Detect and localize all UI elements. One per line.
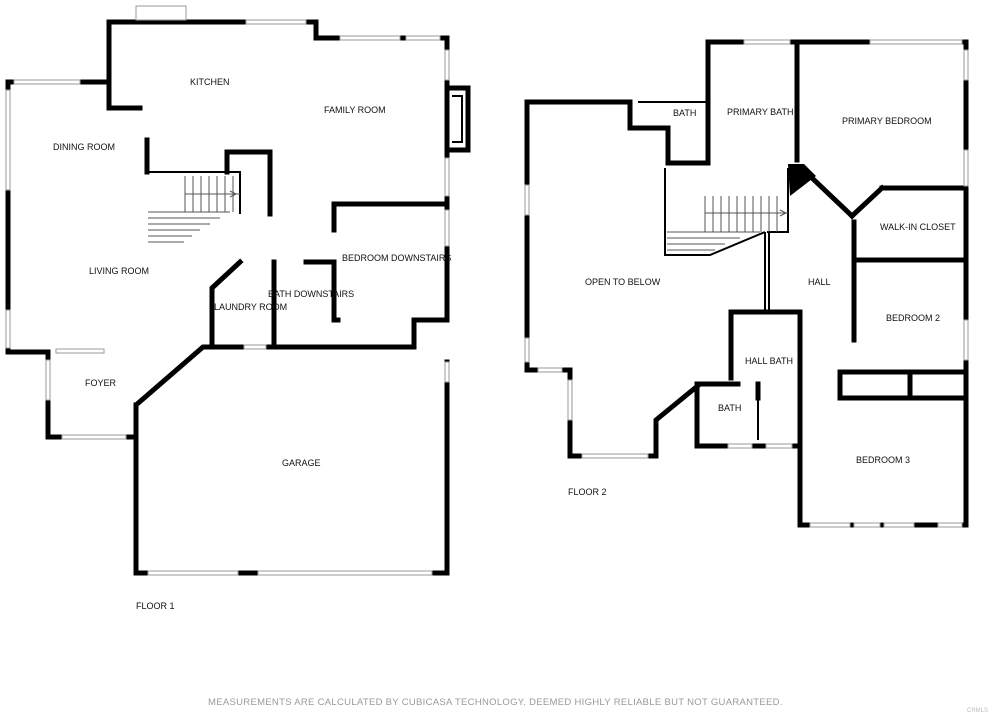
room-label-foyer: FOYER — [85, 378, 117, 388]
room-label-bedroom-3: BEDROOM 3 — [856, 455, 910, 465]
room-label-walk-in-closet: WALK-IN CLOSET — [880, 222, 956, 232]
room-label-open-to-below: OPEN TO BELOW — [585, 277, 661, 287]
floor-1-walls — [5, 19, 471, 576]
floor-1-plan: KITCHEN FAMILY ROOM DINING ROOM LIVING R… — [5, 5, 471, 611]
room-label-kitchen: KITCHEN — [190, 77, 230, 87]
room-label-dining-room: DINING ROOM — [53, 142, 115, 152]
room-label-primary-bath: PRIMARY BATH — [727, 107, 794, 117]
floor-1-label: FLOOR 1 — [136, 601, 175, 611]
floor-2-plan: BATH PRIMARY BATH PRIMARY BEDROOM WALK-I… — [524, 39, 969, 528]
room-label-bath-top: BATH — [673, 108, 696, 118]
floor-2-label: FLOOR 2 — [568, 487, 607, 497]
room-label-family-room: FAMILY ROOM — [324, 105, 386, 115]
room-label-garage: GARAGE — [282, 458, 321, 468]
room-label-bedroom-downstairs: BEDROOM DOWNSTAIRS — [342, 253, 451, 263]
floor-2-walls — [524, 39, 969, 528]
room-label-living-room: LIVING ROOM — [89, 266, 149, 276]
room-label-primary-bedroom: PRIMARY BEDROOM — [842, 116, 932, 126]
watermark-logo: CRMLS — [967, 708, 988, 714]
disclaimer-text: MEASUREMENTS ARE CALCULATED BY CUBICASA … — [208, 697, 783, 708]
room-label-bedroom-2: BEDROOM 2 — [886, 313, 940, 323]
room-label-laundry-room: LAUNDRY ROOM — [214, 302, 287, 312]
floor-2-stairs — [667, 196, 788, 251]
floor-2-windows — [524, 39, 969, 528]
room-label-bath-lower: BATH — [718, 403, 741, 413]
room-label-hall-bath: HALL BATH — [745, 356, 793, 366]
floor-1-stairs — [148, 176, 240, 243]
floor-1-windows — [5, 5, 450, 576]
room-label-bath-downstairs: BATH DOWNSTAIRS — [268, 289, 354, 299]
room-label-hall: HALL — [808, 277, 831, 287]
